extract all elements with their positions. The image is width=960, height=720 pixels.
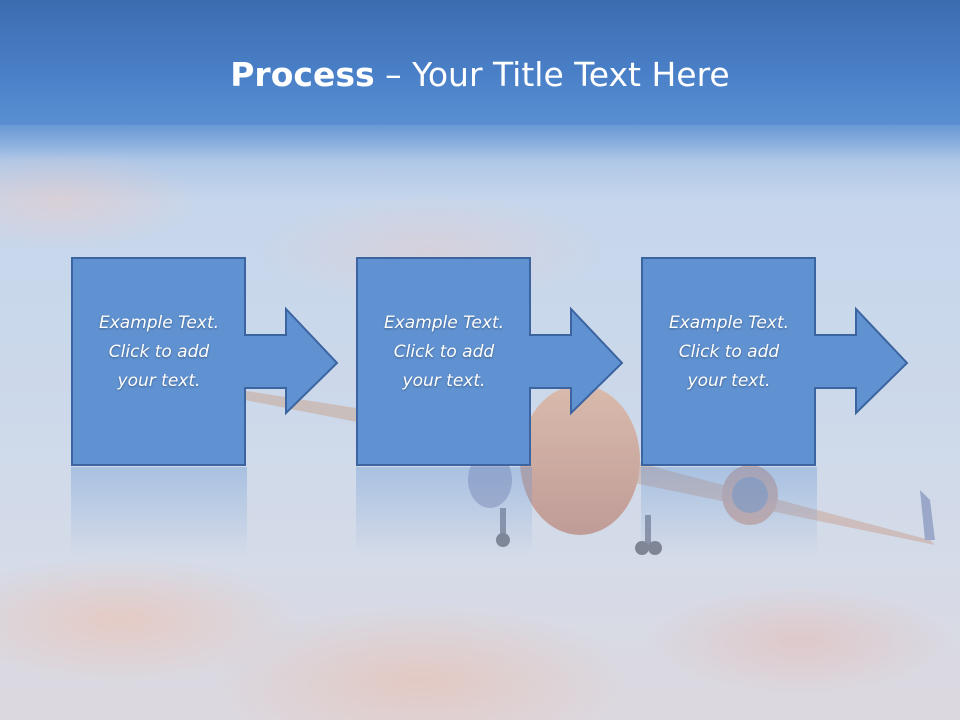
step-shape xyxy=(71,257,339,466)
process-step-1[interactable]: Example Text. Click to add your text. xyxy=(71,257,339,467)
step-text[interactable]: Example Text. Click to add your text. xyxy=(358,309,530,396)
step-text-line-1: Example Text. xyxy=(383,313,505,333)
step-shape xyxy=(356,257,624,466)
step-text[interactable]: Example Text. Click to add your text. xyxy=(643,309,815,396)
process-step-2[interactable]: Example Text. Click to add your text. xyxy=(356,257,624,467)
step-reflection xyxy=(356,467,532,557)
step-reflection xyxy=(71,467,247,557)
step-text-line-2: Click to add xyxy=(393,342,495,362)
process-step-3[interactable]: Example Text. Click to add your text. xyxy=(641,257,909,467)
step-text-line-3: your text. xyxy=(687,371,771,391)
step-text-line-3: your text. xyxy=(117,371,201,391)
step-text-line-2: Click to add xyxy=(678,342,780,362)
slide-title[interactable]: Process – Your Title Text Here xyxy=(0,52,960,98)
step-text-line-1: Example Text. xyxy=(98,313,220,333)
step-text-line-1: Example Text. xyxy=(668,313,790,333)
title-bar: Process – Your Title Text Here xyxy=(0,0,960,160)
arrow-right-icon xyxy=(641,257,909,466)
step-text-line-3: your text. xyxy=(402,371,486,391)
arrow-right-icon xyxy=(71,257,339,466)
arrow-right-icon xyxy=(356,257,624,466)
title-rest-part: – Your Title Text Here xyxy=(374,55,730,94)
step-text[interactable]: Example Text. Click to add your text. xyxy=(73,309,245,396)
title-bold-part: Process xyxy=(230,55,375,94)
step-text-line-2: Click to add xyxy=(108,342,210,362)
step-reflection xyxy=(641,467,817,557)
step-shape xyxy=(641,257,909,466)
